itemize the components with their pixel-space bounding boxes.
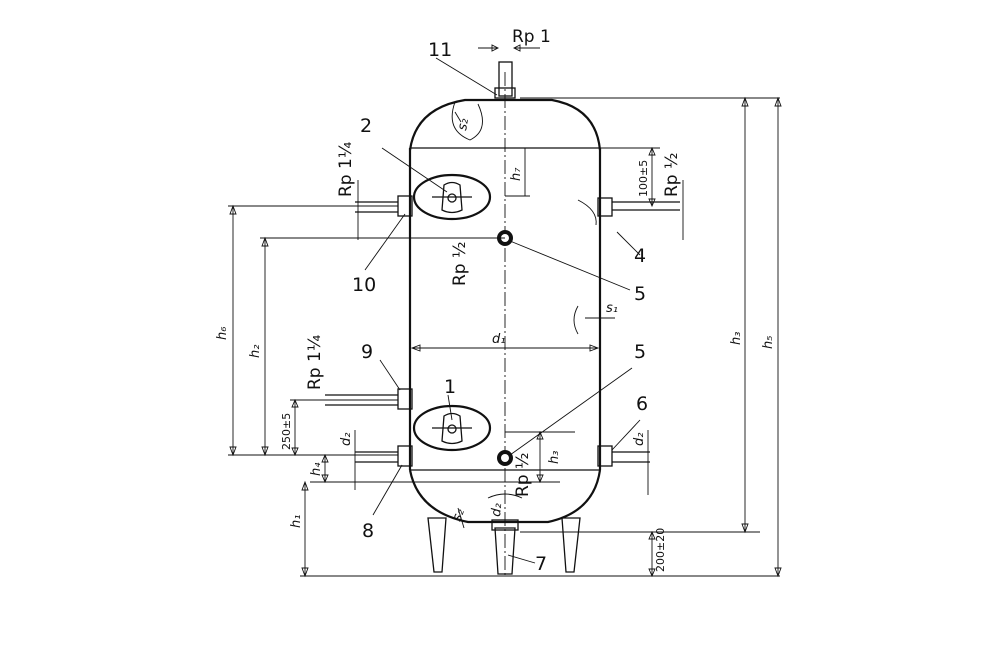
dim-h4: h₄ (309, 462, 324, 476)
dim-s2-top: s₂ (455, 117, 472, 131)
item-8: 8 (362, 520, 374, 542)
dim-200: 200±20 (654, 528, 667, 572)
left-nozzle-lower (355, 445, 413, 467)
dim-h2: h₂ (248, 345, 263, 358)
item-1: 1 (444, 376, 456, 398)
dim-h1: h₁ (289, 515, 304, 528)
dimension-lines (228, 57, 782, 578)
item-5-upper: 5 (634, 283, 646, 305)
support-legs (427, 517, 581, 575)
thread-rp114-bottom: Rp 1¼ (305, 335, 325, 390)
dim-d2-right: d₂ (632, 433, 647, 446)
item-7: 7 (535, 553, 547, 575)
right-nozzle-upper (597, 197, 680, 217)
item-5-lower: 5 (634, 341, 646, 363)
socket-lower (497, 450, 513, 466)
dim-h3: h₃ (729, 332, 744, 345)
dim-100: 100±5 (637, 160, 650, 197)
dim-d2-left: d₂ (339, 433, 354, 446)
thread-rp12-center: Rp ½ (450, 242, 470, 286)
dim-s1: s₁ (606, 301, 618, 316)
item-2: 2 (360, 115, 372, 137)
dim-h5: h₅ (761, 336, 776, 349)
dim-d1: d₁ (492, 332, 505, 347)
thread-rp1: Rp 1 (512, 27, 551, 47)
manhole-lower (412, 404, 492, 452)
thread-rp12-right: Rp ½ (662, 153, 682, 197)
top-nozzle (478, 44, 540, 99)
dim-d2-bottom: d₂ (489, 503, 505, 518)
dim-h3-lower: h₃ (547, 451, 562, 464)
dim-250: 250±5 (280, 413, 293, 450)
dim-h7: h₇ (509, 167, 524, 181)
item-9: 9 (361, 341, 373, 363)
left-nozzle-middle (325, 388, 413, 410)
dim-h6: h₆ (215, 327, 230, 340)
dim-s2-bottom: s₂ (450, 507, 468, 523)
item-11: 11 (428, 39, 452, 61)
thread-rp114-top: Rp 1¼ (336, 142, 356, 197)
thread-rp12-bottom: Rp ½ (513, 453, 533, 497)
item-6: 6 (636, 393, 648, 415)
manhole-upper (412, 173, 492, 221)
right-nozzle-lower (597, 445, 650, 467)
item-4: 4 (634, 245, 646, 267)
item-10: 10 (352, 274, 376, 296)
